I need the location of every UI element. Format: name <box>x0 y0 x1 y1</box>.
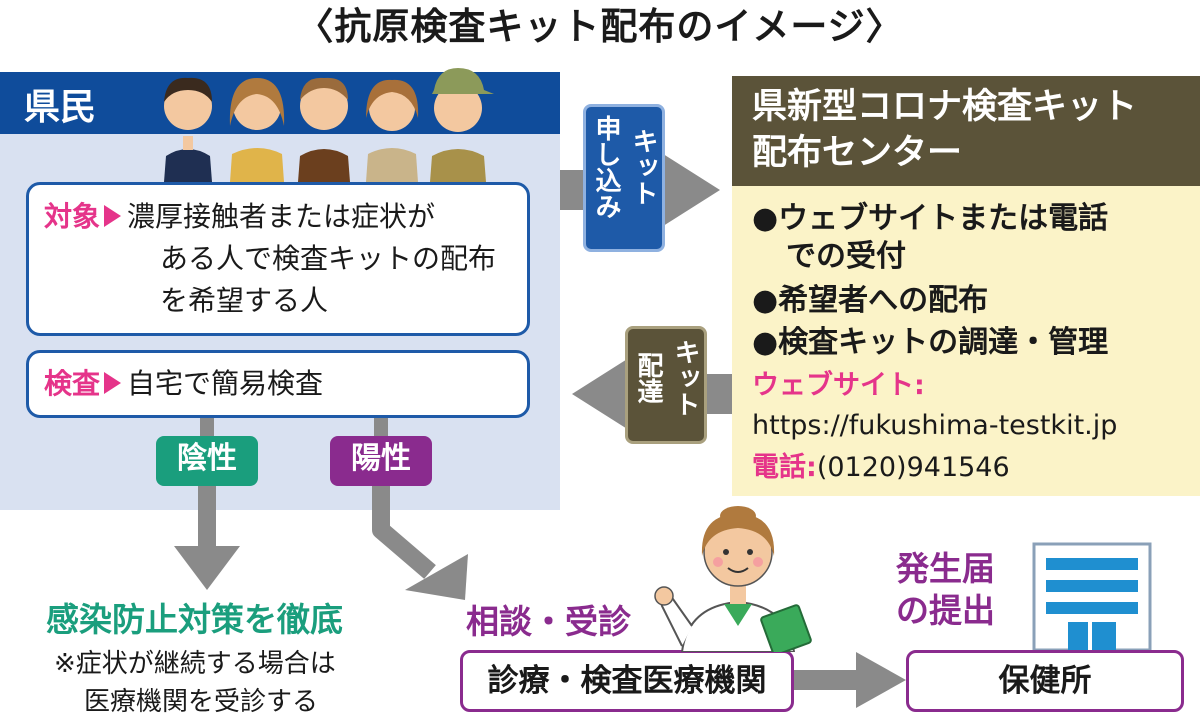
negative-pill: 陰性 <box>156 436 258 486</box>
kit-delivery-line-1: キット <box>670 339 700 417</box>
test-line: 検査自宅で簡易検査 <box>44 367 324 400</box>
pink-triangle-icon <box>104 205 122 227</box>
person-2 <box>229 78 285 182</box>
prevention-note-2: 医療機関を受診する <box>84 687 319 717</box>
diagram-title: 〈抗原検査キット配布のイメージ〉 <box>296 5 904 48</box>
health-center-box: 保健所 <box>906 650 1184 712</box>
person-3 <box>298 77 350 182</box>
person-4 <box>366 79 419 182</box>
health-center-building-icon <box>1032 542 1152 650</box>
positive-pill: 陽性 <box>330 436 432 486</box>
positive-diagonal-arrow <box>372 486 436 579</box>
center-bullet-2: ●希望者への配布 <box>752 283 989 318</box>
target-line-2: ある人で検査キットの配布 <box>160 242 497 275</box>
positive-arrow-head <box>405 554 468 600</box>
kit-delivery-box: 配達 キット <box>625 326 707 444</box>
negative-arrow-head <box>174 546 240 590</box>
kit-delivery-line-2: 配達 <box>633 352 663 404</box>
center-bullet-1: ●ウェブサイトまたは電話 <box>752 201 1109 236</box>
institution-box: 診療・検査医療機関 <box>460 650 794 712</box>
target-label: 対象 <box>44 200 101 233</box>
nurse-illustration <box>654 506 812 652</box>
website-label: ウェブサイト: <box>752 370 925 401</box>
target-line-3: を希望する人 <box>160 284 329 317</box>
center-header: 県新型コロナ検査キット 配布センター <box>732 76 1200 186</box>
center-header-line-1: 県新型コロナ検査キット <box>752 87 1138 127</box>
test-label: 検査 <box>44 367 101 400</box>
kit-apply-line-2: 申し込み <box>591 115 621 219</box>
residents-header-label: 県民 <box>24 87 97 128</box>
center-bullet-3: ●検査キットの調達・管理 <box>752 325 1109 360</box>
website-url: https://fukushima-testkit.jp <box>752 410 1118 441</box>
consult-label: 相談・受診 <box>466 602 631 641</box>
phone-line: 電話:(0120)941546 <box>752 450 1010 486</box>
prevention-title: 感染防止対策を徹底 <box>46 600 343 639</box>
phone-number: (0120)941546 <box>816 452 1010 483</box>
center-bullet-1-cont: での受付 <box>786 239 906 274</box>
person-5 <box>430 68 494 182</box>
prevention-note-1: ※症状が継続する場合は <box>54 649 336 679</box>
institution-to-center-arrow <box>794 652 906 708</box>
report-line-2: の提出 <box>896 591 995 630</box>
center-header-line-2: 配布センター <box>752 133 963 173</box>
phone-label: 電話: <box>752 452 817 483</box>
report-line-1: 発生届 <box>896 549 995 588</box>
target-line-1: 対象濃厚接触者または症状が <box>44 200 436 233</box>
residents-illustration <box>164 68 494 182</box>
kit-apply-box: 申し込み キット <box>583 104 665 252</box>
kit-apply-line-1: キット <box>628 128 658 206</box>
person-1 <box>164 77 212 182</box>
pink-triangle-icon <box>104 372 122 394</box>
